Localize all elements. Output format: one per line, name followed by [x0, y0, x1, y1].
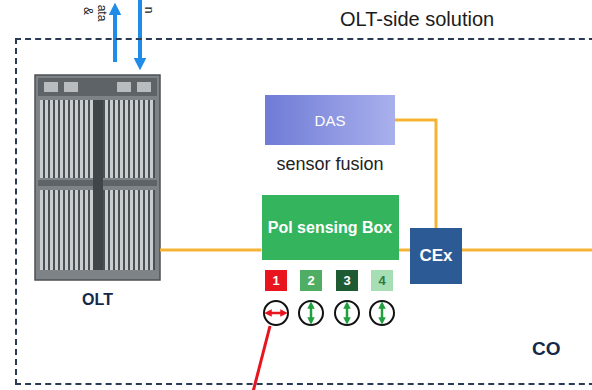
fiber-out — [458, 249, 592, 252]
cropped-label: ata — [95, 5, 109, 22]
port-number: 1 — [265, 270, 287, 291]
olt-chassis — [35, 75, 160, 280]
chassis-module — [137, 82, 151, 92]
node-label: 4 — [378, 273, 385, 288]
node-label: Pol sensing Box — [268, 218, 392, 237]
downstream-arrow — [138, 0, 142, 64]
node-label: OLT — [82, 291, 113, 309]
chassis-controller — [93, 100, 103, 270]
chassis-module — [44, 82, 58, 92]
node-label: 3 — [343, 273, 350, 288]
pol-arrow — [310, 305, 313, 321]
pol-circle — [335, 301, 359, 325]
pol-circle — [370, 301, 394, 325]
chassis-module — [117, 82, 131, 92]
pol-circle — [299, 301, 323, 325]
region-boundary: OLT-side solutionCOOLTDASPol sensing Box… — [15, 38, 592, 385]
pol-arrow — [268, 312, 284, 315]
fiber-connector — [395, 120, 436, 228]
region-heading: OLT-side solution — [340, 8, 494, 31]
olt-device: OLT — [35, 75, 160, 315]
chassis-frame — [35, 75, 160, 280]
chassis-top — [38, 78, 157, 96]
das-box: DAS — [265, 95, 395, 145]
fiber-red — [253, 326, 270, 390]
node-label: DAS — [315, 112, 346, 129]
site-label: CO — [532, 338, 561, 360]
pol-sensing-box: Pol sensing Box — [262, 195, 399, 260]
node-label: CEx — [419, 246, 452, 266]
upstream-arrow — [113, 9, 117, 62]
cropped-label: & — [81, 7, 95, 15]
fusion-label: sensor fusion — [255, 154, 405, 175]
cex-box: CEx — [410, 228, 462, 284]
pol-circle — [264, 301, 288, 325]
chassis-module — [64, 82, 78, 92]
node-label: 1 — [272, 273, 279, 288]
sensor-circles — [253, 301, 394, 390]
port-number: 3 — [336, 270, 358, 291]
pol-arrow — [346, 305, 349, 321]
cropped-label: n — [142, 7, 156, 14]
node-label: 2 — [307, 273, 314, 288]
fiber-connector — [399, 249, 411, 252]
port-number: 4 — [371, 270, 393, 291]
fiber-connector — [160, 249, 262, 252]
pol-arrow — [381, 305, 384, 321]
port-number: 2 — [300, 270, 322, 291]
